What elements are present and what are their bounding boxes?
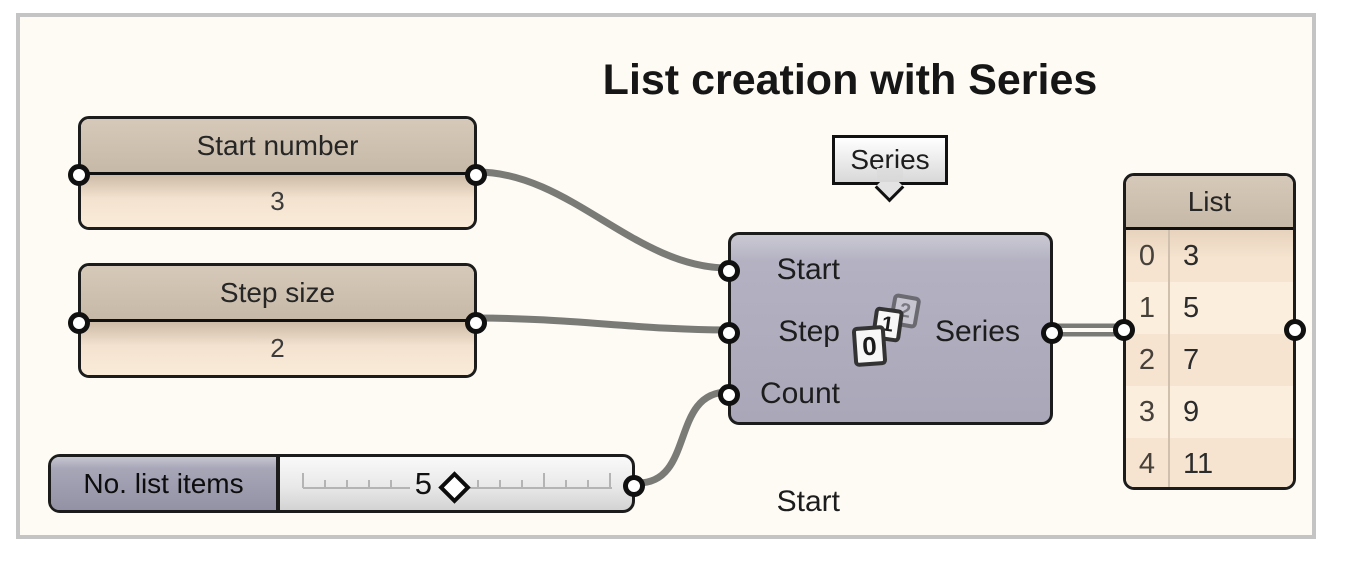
panel-divider — [1126, 227, 1293, 230]
list-panel[interactable]: List 0 3 1 5 2 7 3 9 4 11 — [1113, 173, 1306, 490]
panel-step-size-value[interactable]: 2 — [81, 322, 474, 375]
panel-start-number-value[interactable]: 3 — [81, 175, 474, 227]
series-count-input-grip[interactable] — [718, 384, 740, 406]
list-row-value: 5 — [1168, 282, 1293, 334]
panel-step-size[interactable]: Step size 2 — [68, 263, 487, 378]
list-row-index: 3 — [1138, 395, 1156, 428]
list-panel-header: List — [1126, 176, 1293, 227]
slider-track[interactable]: 5 — [280, 457, 632, 510]
list-rows: 0 3 1 5 2 7 3 9 4 11 — [1126, 230, 1293, 487]
series-output-grip[interactable] — [1041, 322, 1063, 344]
slider-output-grip[interactable] — [623, 475, 645, 497]
series-step-input-grip[interactable] — [718, 322, 740, 344]
panel-divider — [81, 172, 474, 175]
series-icon-tile-0: 0 — [851, 324, 888, 368]
tooltip-pointer-fill — [877, 168, 903, 182]
list-row: 0 3 — [1126, 230, 1293, 282]
list-row-index: 1 — [1138, 291, 1156, 324]
step-size-input-grip[interactable] — [68, 312, 90, 334]
series-icon: 2 1 0 — [851, 292, 929, 373]
wire-slider-to-count[interactable] — [634, 388, 732, 487]
panel-start-number-label: Start number — [81, 119, 474, 172]
list-output-grip[interactable] — [1284, 319, 1306, 341]
list-input-grip[interactable] — [1113, 319, 1135, 341]
list-row-value: 3 — [1168, 230, 1293, 282]
series-tooltip: Series — [832, 135, 948, 203]
panel-start-number[interactable]: Start number 3 — [68, 116, 487, 230]
series-input-step-label: Step — [778, 315, 840, 348]
list-row-index: 2 — [1138, 343, 1156, 376]
series-component[interactable]: Start Start Step Count Series 2 1 0 — [718, 232, 1063, 518]
slider-split — [276, 457, 280, 510]
series-output-label: Series — [934, 315, 1020, 348]
list-row-index: 4 — [1138, 447, 1156, 480]
list-row: 2 7 — [1126, 334, 1293, 386]
series-input-start-label: Start — [776, 485, 840, 518]
number-slider[interactable]: No. list items 5 — [48, 454, 645, 513]
start-number-output-grip[interactable] — [465, 164, 487, 186]
list-row-value: 9 — [1168, 386, 1293, 438]
series-input-count-label: Count — [759, 377, 840, 410]
page-title: List creation with Series — [602, 56, 1098, 104]
slider-label: No. list items — [51, 457, 276, 510]
list-row: 4 11 — [1126, 438, 1293, 487]
step-size-output-grip[interactable] — [465, 312, 487, 334]
slider-ruler — [302, 473, 612, 489]
wire-start-number-to-start[interactable] — [473, 168, 732, 272]
start-number-input-grip[interactable] — [68, 164, 90, 186]
series-start-input-grip[interactable] — [718, 260, 740, 282]
panel-step-size-label: Step size — [81, 266, 474, 319]
panel-divider — [81, 319, 474, 322]
list-row-value: 11 — [1168, 438, 1293, 487]
list-row: 1 5 — [1126, 282, 1293, 334]
list-row-value: 7 — [1168, 334, 1293, 386]
list-row: 3 9 — [1126, 386, 1293, 438]
slider-value[interactable]: 5 — [414, 465, 432, 501]
list-row-index: 0 — [1138, 239, 1156, 272]
series-input-start-label: Start — [776, 253, 840, 286]
wire-step-size-to-step[interactable] — [473, 314, 732, 334]
